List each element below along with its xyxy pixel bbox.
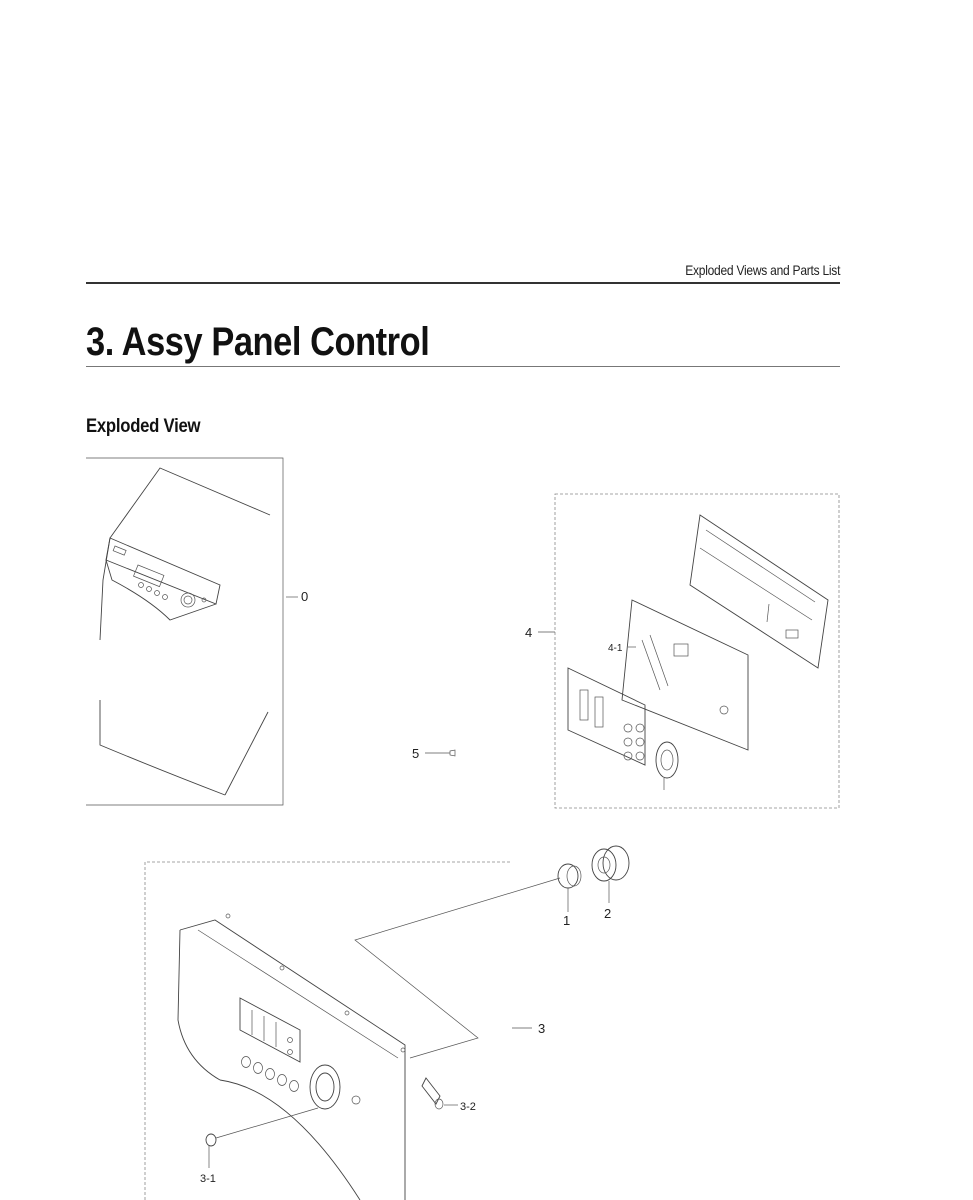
header-rule (86, 282, 840, 284)
part-3-2-lever (421, 1077, 458, 1110)
part-3-1-button (205, 1107, 319, 1168)
part-1-knob-inner (557, 863, 582, 912)
part-0-washer-cabinet (86, 457, 298, 806)
callout-5: 5 (412, 746, 419, 761)
callout-0: 0 (301, 589, 308, 604)
callout-4-1: 4-1 (608, 643, 623, 654)
part-4-pcb-assembly (538, 493, 840, 809)
callout-4: 4 (525, 625, 532, 640)
callout-1: 1 (563, 913, 570, 928)
callout-3: 3 (538, 1021, 545, 1036)
page-title: 3. Assy Panel Control (86, 320, 430, 364)
callout-3-1: 3-1 (200, 1173, 216, 1185)
callout-3-2: 3-2 (460, 1101, 476, 1113)
part-2-knob-outer (591, 845, 630, 903)
callout-2: 2 (604, 906, 611, 921)
part-5-screw (425, 749, 456, 757)
section-header: Exploded Views and Parts List (685, 262, 840, 278)
section-subtitle: Exploded View (86, 416, 201, 437)
part-3-control-panel (144, 861, 532, 1200)
title-rule (86, 366, 840, 367)
